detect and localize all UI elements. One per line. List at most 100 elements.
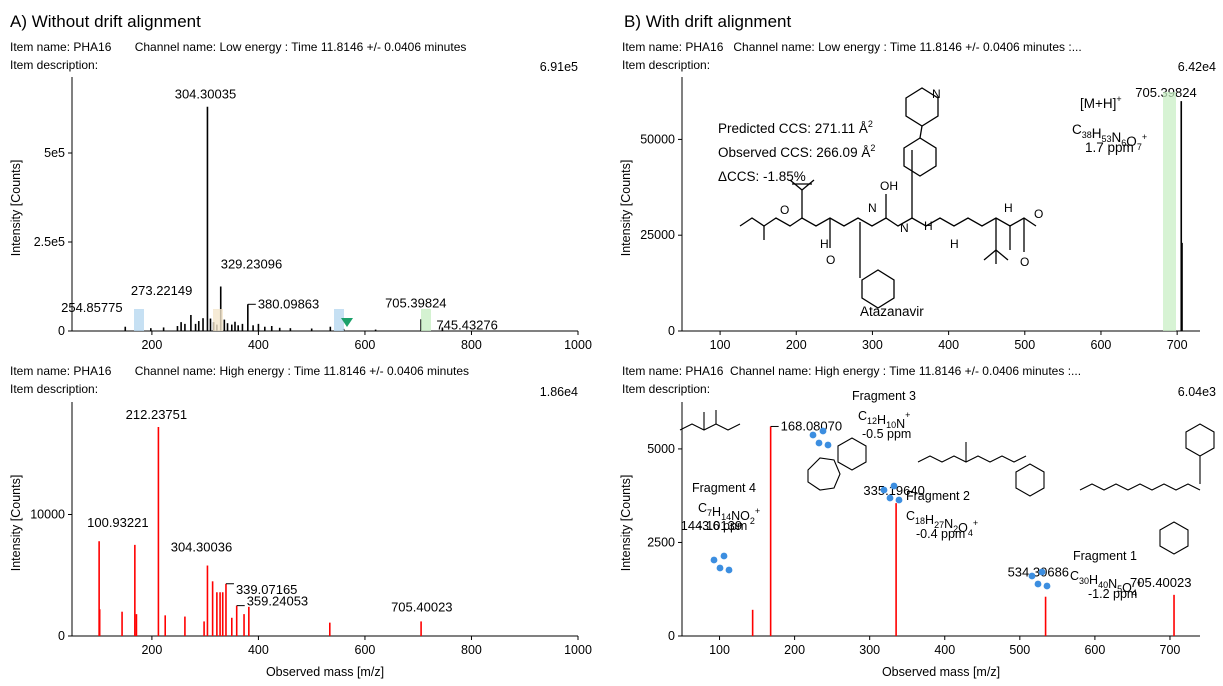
panel-a-highlights [134,309,431,331]
svg-text:N: N [900,221,909,235]
peak-label: 144.10139 [681,518,742,533]
panel-b-top-desc: Item description: [622,58,711,72]
peak-label: 705.39824 [385,295,446,310]
ccs-predicted-text: Predicted CCS: 271.11 Å [718,121,868,136]
peak-label: 329.23096 [221,256,282,271]
fragment-3-ppm: -0.5 ppm [862,427,911,441]
ccs-delta-text: ΔCCS: -1.85% [718,169,806,184]
x-tick-label: 200 [786,338,807,352]
x-tick-label: 200 [141,338,162,352]
fragment-3-formula: C12H10N+ [858,409,910,431]
panel-a-top-header: Item name: PHA16 Channel name: Low energ… [10,40,467,54]
fragment-4-formula: C7H14NO2+ [698,501,760,526]
precursor-highlight [1163,92,1176,331]
fragment-4-ppm: -3.6 ppm [698,519,747,533]
ion-charge-sup: + [1116,94,1121,104]
fragment-2-ppm: -0.4 ppm [916,527,965,541]
peak-label: 273.22149 [131,283,192,298]
y-tick-label: 5e5 [44,146,65,160]
y-axis-label: Intensity [Counts] [9,475,23,572]
svg-text:O: O [1034,207,1043,221]
ccs-observed-line: Observed CCS: 266.09 Å2 [718,143,875,160]
svg-text:O: O [826,253,835,267]
y-tick-label: 50000 [640,132,675,146]
x-tick-label: 400 [248,643,269,657]
peak-label: 335.19640 [863,483,924,498]
cluster-icon [1028,568,1051,590]
panel-a-bottom-header: Item name: PHA16 Channel name: High ener… [10,364,470,378]
panel-b-top-header: Item name: PHA16 Channel name: Low energ… [622,40,1082,54]
panel-b-bottom-header: Item name: PHA16 Channel name: High ener… [622,364,1082,378]
fragment-structures-icon [679,410,1215,555]
peak-label: 304.30036 [171,540,232,555]
x-tick-label: 1000 [564,643,592,657]
x-tick-label: 700 [1167,338,1188,352]
panel-a-bottom-desc: Item description: [10,382,99,396]
max-intensity-label: 6.04e3 [1178,385,1216,399]
fragment-3-name: Fragment 3 [852,389,916,403]
x-axis-label: Observed mass [m/z] [266,665,384,679]
fragment-1-formula: C30H40N5O4+ [1070,569,1142,598]
x-tick-label: 200 [784,643,805,657]
x-tick-label: 800 [461,338,482,352]
x-tick-label: 300 [862,338,883,352]
y-tick-label: 25000 [640,228,675,242]
x-tick-label: 500 [1009,643,1030,657]
x-tick-label: 800 [461,643,482,657]
peak-label: 705.40023 [1130,575,1191,590]
peak-label: 705.40023 [391,599,452,614]
svg-text:O: O [1020,255,1029,269]
y-tick-label: 0 [668,629,675,643]
ion-formula: C38H53N6O7+ [1072,122,1147,152]
y-axis-label: Intensity [Counts] [9,160,23,257]
y-tick-label: 0 [58,324,65,338]
panel-a-top-desc: Item description: [10,58,99,72]
ion-ppm: 1.7 ppm [1085,140,1134,155]
cluster-icon [710,552,733,574]
marker-triangle-icon [341,318,353,327]
max-intensity-label: 6.42e4 [1178,60,1216,74]
x-tick-label: 600 [1091,338,1112,352]
x-tick-label: 100 [710,338,731,352]
peak-label: 359.24053 [247,594,308,609]
ion-label: [M+H] [1080,96,1116,111]
y-tick-label: 0 [58,629,65,643]
cluster-icon [880,482,903,504]
max-intensity-label: 1.86e4 [540,385,578,399]
ccs-observed-sup: 2 [870,143,875,153]
ion-label-line: [M+H]+ [1080,94,1122,111]
peak-label: 380.09863 [258,296,319,311]
x-tick-label: 100 [709,643,730,657]
y-axis-label: Intensity [Counts] [619,475,633,572]
peak-label: 745.43276 [436,317,497,332]
y-axis-label: Intensity [Counts] [619,160,633,257]
peak-label: 534.30686 [1008,565,1069,580]
svg-text:H: H [924,219,933,233]
x-tick-label: 400 [934,643,955,657]
x-tick-label: 200 [141,643,162,657]
peak-label: 100.93221 [87,515,148,530]
panel-a-title: A) Without drift alignment [10,12,201,31]
fragment-2-formula: C18H27N2O4+ [906,509,978,538]
ccs-observed-text: Observed CCS: 266.09 Å [718,145,870,160]
svg-text:H: H [950,237,959,251]
peak-label: 339.07165 [236,582,297,597]
peak-label: 304.30035 [175,87,236,102]
svg-text:OH: OH [880,179,898,193]
max-intensity-label: 6.91e5 [540,60,578,74]
y-tick-label: 2500 [647,535,675,549]
panel-b-title: B) With drift alignment [624,12,792,31]
cluster-icons [710,427,1051,590]
peak-label: 168.08070 [781,418,842,433]
x-tick-label: 500 [1014,338,1035,352]
peak-label: 212.23751 [126,407,187,422]
svg-text:N: N [932,87,941,101]
cluster-icon [809,427,832,449]
svg-text:H: H [1004,201,1013,215]
ccs-predicted-line: Predicted CCS: 271.11 Å2 [718,119,873,136]
x-tick-label: 400 [938,338,959,352]
